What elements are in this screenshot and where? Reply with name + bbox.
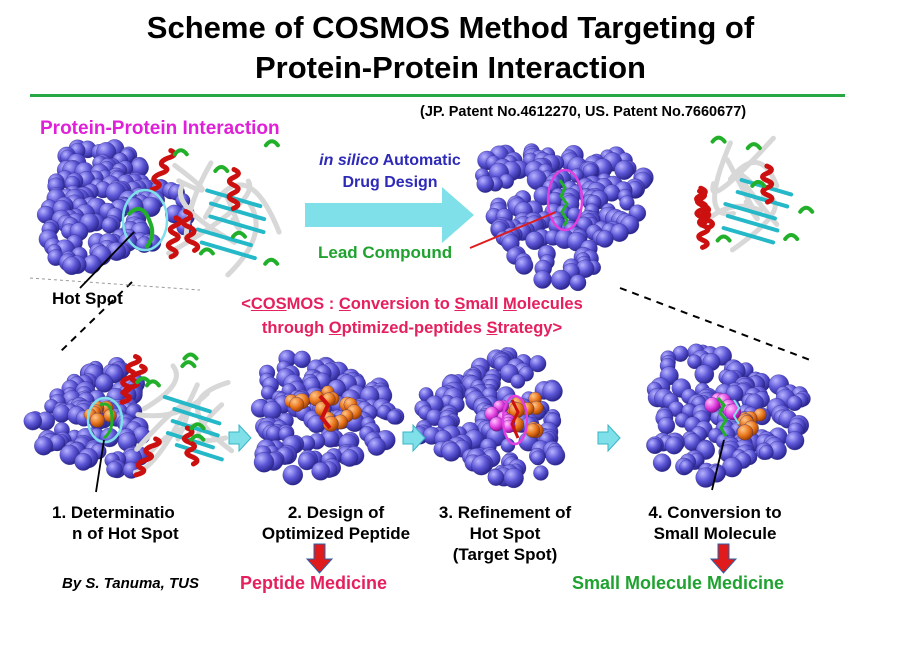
title-line-2: Protein-Protein Interaction bbox=[255, 50, 646, 85]
hotspot-label: Hot Spot bbox=[52, 289, 123, 308]
title-divider bbox=[30, 94, 845, 97]
cosmos-l2c: ptimized-peptides bbox=[341, 319, 487, 337]
step2-hotspot-orange-left bbox=[284, 393, 310, 412]
cosmos-l2d: S bbox=[486, 319, 498, 337]
step3-peptide bbox=[510, 399, 520, 439]
step-1-line2: n of Hot Spot bbox=[72, 524, 179, 543]
step-2-line2: Optimized Peptide bbox=[261, 524, 411, 543]
zoom-line-faint bbox=[29, 277, 201, 291]
cosmos-c6: S bbox=[454, 295, 466, 313]
step-4-line1: 4. Conversion to bbox=[648, 503, 782, 522]
hotspot-pointer-step1 bbox=[95, 439, 105, 493]
hotspot-pointer-top bbox=[79, 231, 135, 289]
cosmos-c3: : bbox=[324, 295, 339, 313]
patent-note: (JP. Patent No.4612270, US. Patent No.76… bbox=[420, 104, 747, 120]
small-molecule-medicine-arrow bbox=[709, 543, 738, 574]
top-right-ribbon-protein bbox=[694, 135, 815, 253]
page-title: Scheme of COSMOS Method Targeting of Pro… bbox=[0, 8, 901, 88]
step-4-line2: Small Molecule bbox=[653, 524, 777, 543]
step-arrow-2 bbox=[402, 423, 426, 453]
lead-target-circle bbox=[546, 168, 584, 232]
step4-hotspot-orange bbox=[737, 408, 767, 441]
cosmos-c5: onversion to bbox=[350, 295, 455, 313]
lead-compound-molecule bbox=[558, 179, 569, 227]
hotspot-peptide-top bbox=[126, 206, 155, 250]
cosmos-c2: MOS bbox=[286, 295, 325, 313]
cosmos-l2b: O bbox=[328, 319, 342, 337]
ppi-label: Protein-Protein Interaction bbox=[40, 118, 280, 139]
cosmos-l2e: trategy> bbox=[497, 319, 563, 337]
cosmos-c1: COS bbox=[250, 295, 287, 313]
step3-hotspot-orange bbox=[506, 391, 544, 439]
hotspot-circle-top bbox=[121, 188, 169, 252]
small-molecule-medicine-label: Small Molecule Medicine bbox=[572, 573, 785, 593]
cosmos-open: < bbox=[241, 295, 251, 313]
zoom-line-left bbox=[59, 281, 133, 353]
step-1-label: 1. Determinatio n of Hot Spot bbox=[52, 502, 179, 544]
hotspot-circle-step1 bbox=[86, 396, 124, 444]
insilico-rest: Automatic bbox=[378, 152, 461, 169]
cosmos-definition: <COSMOS : Conversion to Small Molecules … bbox=[232, 292, 592, 340]
step4-target-spot-magenta bbox=[704, 392, 742, 420]
author-byline: By S. Tanuma, TUS bbox=[62, 575, 199, 592]
top-left-protein-surface bbox=[36, 139, 195, 275]
hotspot-peptide-step1 bbox=[99, 402, 114, 440]
peptide-medicine-label: Peptide Medicine bbox=[240, 573, 388, 593]
step-3-label: 3. Refinement of Hot Spot (Target Spot) bbox=[420, 502, 590, 565]
step4-small-molecule-b bbox=[732, 399, 741, 425]
top-left-ribbon-protein bbox=[149, 139, 282, 278]
step-4-label: 4. Conversion to Small Molecule bbox=[630, 502, 800, 544]
cosmos-l2a: through bbox=[261, 319, 329, 337]
cosmos-c4: C bbox=[338, 295, 351, 313]
peptide-medicine-arrow bbox=[305, 543, 334, 574]
lead-compound-pointer bbox=[469, 211, 557, 249]
step4-small-molecule bbox=[716, 397, 728, 437]
step-arrow-1 bbox=[228, 423, 252, 453]
target-spot-circle bbox=[501, 394, 529, 446]
lead-compound-label: Lead Compound bbox=[318, 243, 453, 262]
step-3-line3: (Target Spot) bbox=[452, 545, 558, 564]
insilico-label: in silico Automatic Drug Design bbox=[300, 150, 480, 194]
step-1-line1: 1. Determinatio bbox=[52, 503, 175, 522]
step-2-label: 2. Design of Optimized Peptide bbox=[246, 502, 426, 544]
zoom-line-right bbox=[619, 287, 811, 361]
step-3-line2: Hot Spot bbox=[469, 524, 541, 543]
cosmos-c9: olecules bbox=[516, 295, 583, 313]
lead-complex-protein-surface bbox=[475, 143, 654, 292]
cosmos-c8: M bbox=[503, 295, 517, 313]
insilico-line2: Drug Design bbox=[342, 174, 438, 191]
insilico-italic: in silico bbox=[319, 152, 379, 169]
step-2-line1: 2. Design of bbox=[287, 503, 385, 522]
step1-ribbon-protein bbox=[119, 352, 235, 478]
step2-hotspot-orange bbox=[308, 385, 362, 432]
title-line-1: Scheme of COSMOS Method Targeting of bbox=[146, 10, 755, 45]
cosmos-c7: mall bbox=[465, 295, 503, 313]
drug-design-arrow bbox=[305, 187, 474, 243]
step-arrow-3 bbox=[597, 423, 621, 453]
molecule-pointer-step4 bbox=[711, 439, 725, 491]
step2-optimized-peptide bbox=[318, 394, 332, 430]
step-3-line1: 3. Refinement of bbox=[438, 503, 572, 522]
